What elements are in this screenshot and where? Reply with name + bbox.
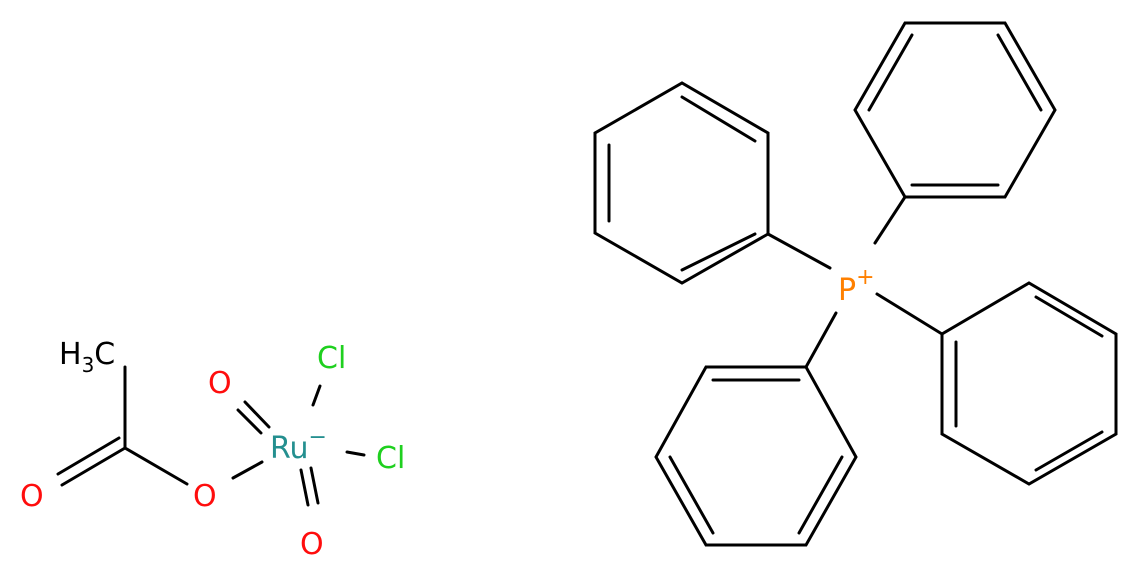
tetraphenylphosphonium-cation: P+	[593, 21, 1118, 547]
chloride-right-label: Cl	[376, 441, 405, 476]
bond-ru-oxo-bottom-b	[309, 466, 320, 505]
phenyl-ring-right	[940, 281, 1118, 486]
bond-ru-cl-top	[311, 384, 322, 407]
bond-ru-oxo-bottom-a	[299, 468, 310, 507]
phenyl-ring-upper-right	[853, 21, 1057, 199]
bond-carbonyl-ester-o	[123, 446, 189, 486]
ester-oxygen-label: O	[193, 479, 217, 514]
methyl-label: H3C	[59, 337, 115, 377]
chloride-top-label: Cl	[317, 341, 346, 376]
bond-ru-oxo-top-a	[243, 400, 271, 429]
oxo-bottom-label: O	[300, 527, 324, 562]
phosphorus-label: P+	[838, 265, 875, 308]
bond-ru-cl-right	[345, 450, 366, 457]
oxo-top-label: O	[208, 366, 232, 401]
bond-carbonyl-double-b	[56, 436, 121, 476]
bond-ester-o-ru	[231, 460, 264, 480]
ruthenate-anion: H3C O O O O Ru− Cl Cl	[20, 337, 405, 562]
ruthenium-label: Ru−	[270, 425, 327, 466]
phenyl-ring-upper-left	[593, 81, 770, 285]
phenyl-ring-lower-left	[654, 365, 858, 547]
bond-p-phenyl-upper-left	[766, 232, 832, 270]
bond-p-phenyl-upper-right	[873, 195, 907, 245]
bond-ru-oxo-top-b	[236, 408, 263, 435]
carbonyl-oxygen-label: O	[20, 479, 44, 514]
bond-p-phenyl-right	[875, 292, 944, 336]
bond-p-phenyl-lower-left	[804, 311, 838, 369]
bond-carbonyl-double-a	[60, 446, 127, 487]
